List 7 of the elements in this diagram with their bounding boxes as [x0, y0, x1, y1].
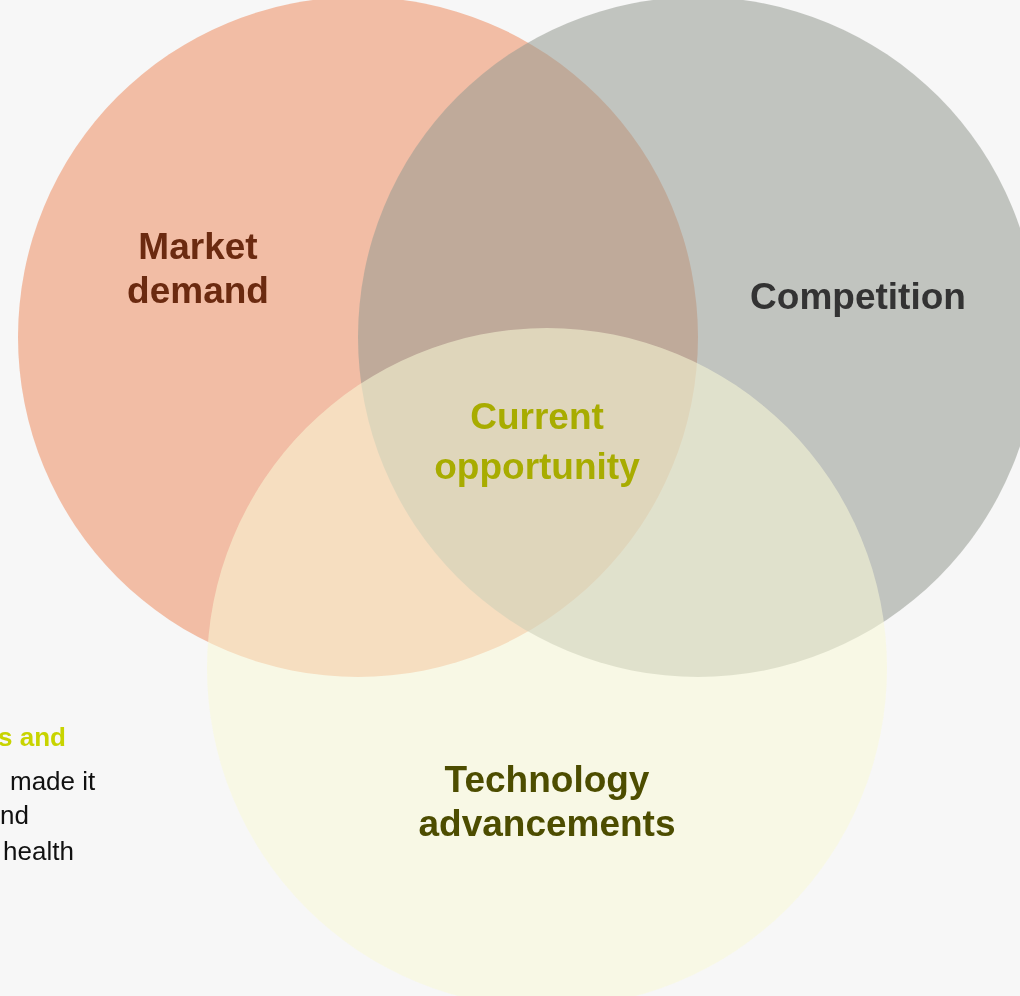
text-fragment: health — [3, 836, 74, 866]
text-fragment: made it — [10, 766, 96, 796]
circle-label: Market demand — [126, 225, 270, 313]
circle-label: Technology advancements — [417, 758, 677, 846]
text-fragment: nd — [0, 800, 29, 830]
circle-label: Competition — [749, 275, 967, 319]
intersection-label: Current opportunity — [433, 395, 641, 489]
